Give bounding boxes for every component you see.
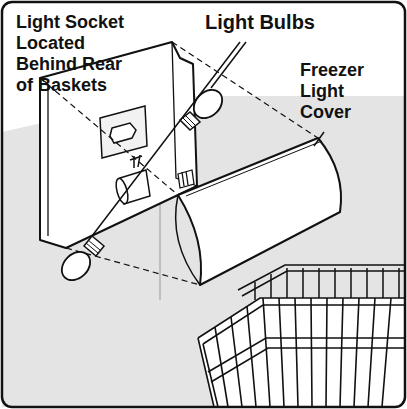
leader-line	[314, 132, 324, 146]
socket-piece	[114, 155, 150, 205]
wire-basket	[238, 265, 405, 300]
wire-basket	[198, 298, 405, 407]
part-label: Light Socket Located Behind Rear of Bask…	[16, 12, 134, 96]
basket-ground	[198, 298, 405, 407]
socket-recess	[100, 106, 147, 158]
bulb-base	[178, 170, 194, 188]
socket-hole	[110, 123, 136, 143]
light-bulb	[180, 84, 228, 130]
part-label: Freezer Light Cover	[300, 60, 395, 123]
part-label: Light Bulbs	[205, 12, 315, 33]
light-bulb	[56, 236, 104, 286]
light-cover	[176, 138, 341, 285]
